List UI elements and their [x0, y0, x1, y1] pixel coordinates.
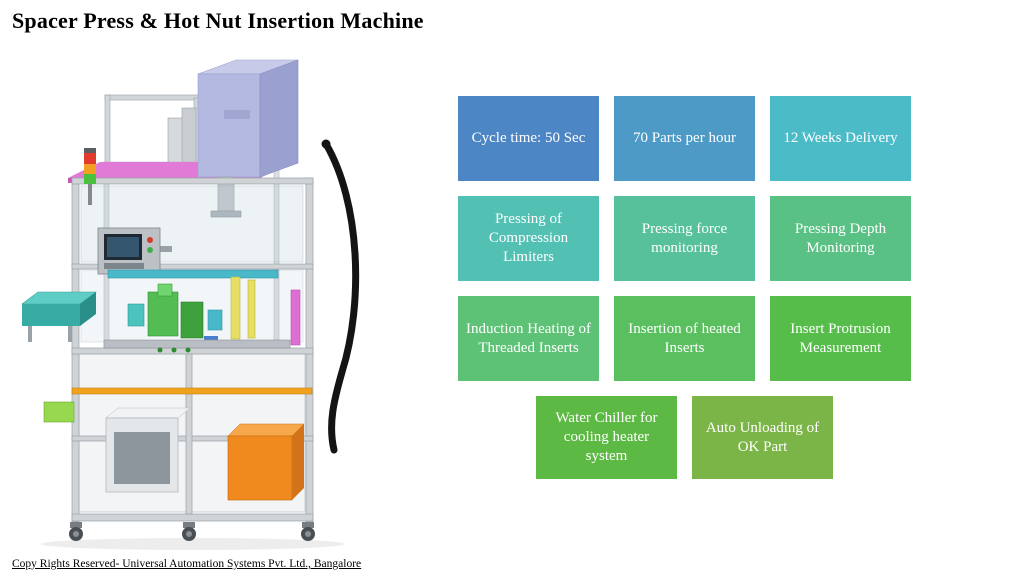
- floor-shadow: [41, 538, 345, 550]
- press-station-components: [103, 269, 301, 353]
- tile-insertion-heated-inserts: Insertion of heated Inserts: [614, 296, 755, 381]
- tile-delivery-weeks: 12 Weeks Delivery: [770, 96, 911, 181]
- top-gantry-frame: [104, 94, 202, 171]
- tile-pressing-depth-monitoring: Pressing Depth Monitoring: [770, 196, 911, 281]
- tile-row-3: Induction Heating of Threaded Inserts In…: [458, 296, 923, 381]
- tile-pressing-force-monitoring: Pressing force monitoring: [614, 196, 755, 281]
- tile-pressing-compression-limiters: Pressing of Compression Limiters: [458, 196, 599, 281]
- casters: [69, 522, 315, 541]
- front-frame: [71, 177, 314, 523]
- tile-row-4: Water Chiller for cooling heater system …: [458, 396, 923, 479]
- tile-auto-unloading: Auto Unloading of OK Part: [692, 396, 833, 479]
- tile-row-2: Pressing of Compression Limiters Pressin…: [458, 196, 923, 281]
- tile-parts-per-hour: 70 Parts per hour: [614, 96, 755, 181]
- press-ram: [210, 176, 242, 218]
- mid-orange-rail: [71, 387, 313, 395]
- machine-illustration: [8, 52, 370, 552]
- tile-row-1: Cycle time: 50 Sec 70 Parts per hour 12 …: [458, 96, 923, 181]
- feature-tile-grid: Cycle time: 50 Sec 70 Parts per hour 12 …: [458, 96, 923, 479]
- base-cabinet: [105, 407, 305, 501]
- tile-induction-heating: Induction Heating of Threaded Inserts: [458, 296, 599, 381]
- cable-hose: [321, 139, 360, 454]
- tile-insert-protrusion-measurement: Insert Protrusion Measurement: [770, 296, 911, 381]
- tile-cycle-time: Cycle time: 50 Sec: [458, 96, 599, 181]
- page-title: Spacer Press & Hot Nut Insertion Machine: [12, 8, 424, 33]
- machine-cad-render: [21, 59, 360, 550]
- tile-water-chiller: Water Chiller for cooling heater system: [536, 396, 677, 479]
- outfeed-conveyor: [21, 291, 97, 423]
- hmi-control-panel: [97, 227, 172, 275]
- feeder-hopper-box: [197, 59, 299, 178]
- copyright-footer: Copy Rights Reserved- Universal Automati…: [12, 558, 362, 570]
- stack-light: [84, 148, 96, 205]
